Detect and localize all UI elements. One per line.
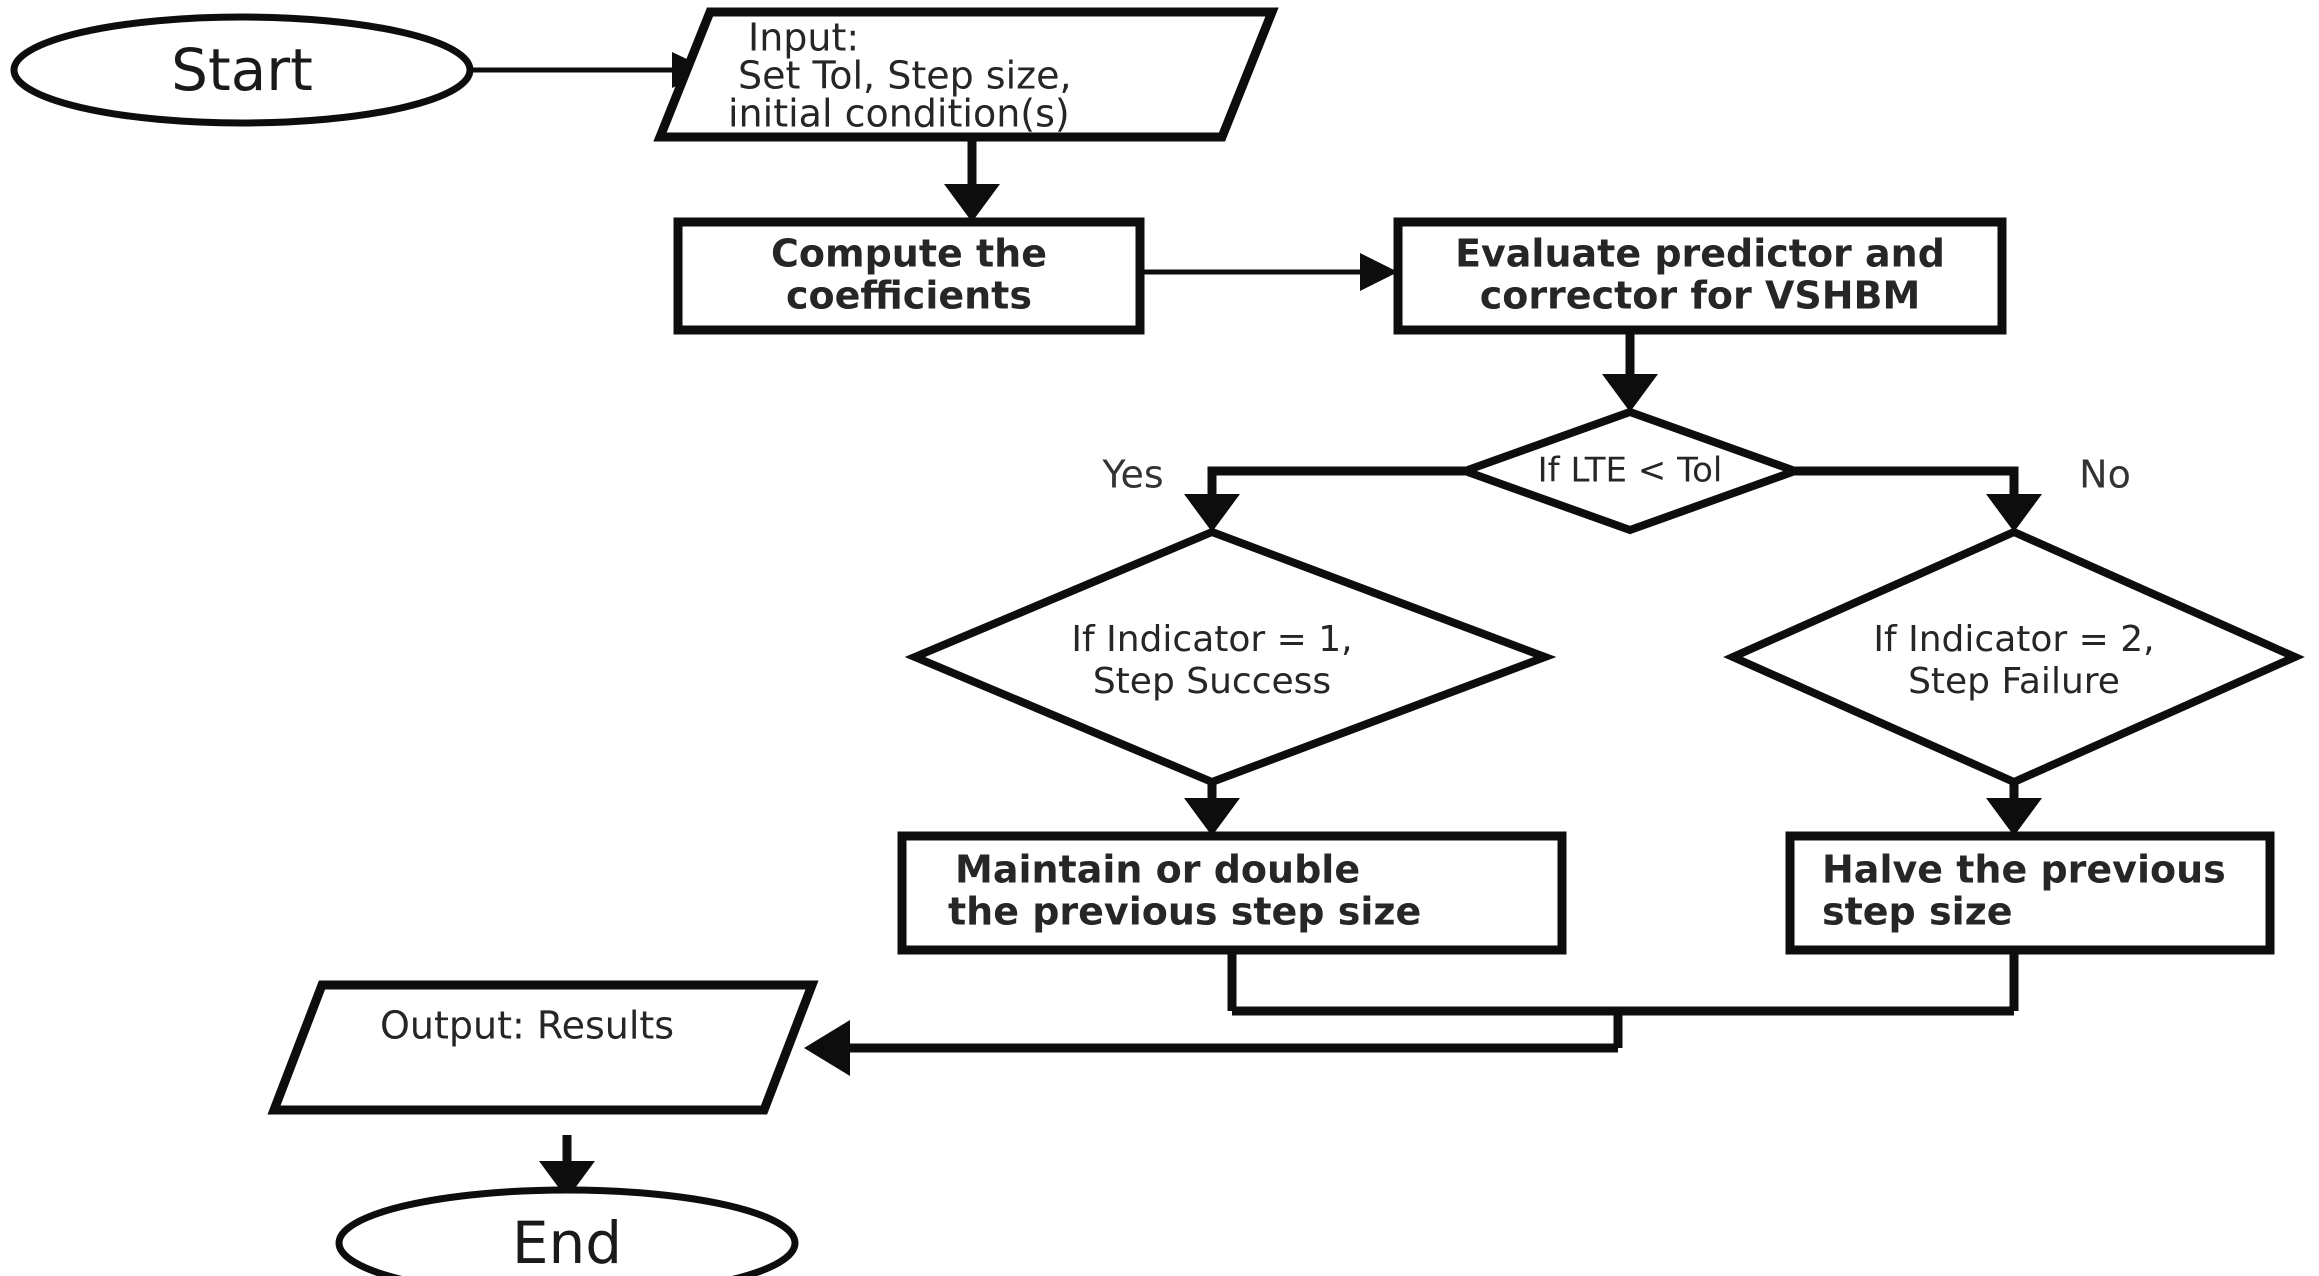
arrowhead-icon bbox=[1360, 253, 1398, 291]
arrowhead-icon bbox=[944, 184, 1000, 222]
node-maintain-double[interactable]: Maintain or double the previous step siz… bbox=[897, 831, 1567, 955]
node-indicator-success[interactable]: If Indicator = 1, Step Success bbox=[904, 527, 1557, 787]
input-parallelogram[interactable] bbox=[653, 7, 1279, 142]
node-start[interactable]: Start bbox=[10, 13, 474, 127]
input-line-1: Input: bbox=[748, 16, 859, 60]
lte-check-label: If LTE < Tol bbox=[1538, 451, 1723, 491]
branch-label-no: No bbox=[2079, 453, 2131, 497]
edge-lte-no-to-indicator-failure bbox=[1795, 466, 2042, 532]
edge-line bbox=[1207, 466, 1465, 498]
node-input[interactable]: Input: Set Tol, Step size, initial condi… bbox=[653, 7, 1279, 142]
indicator-success-line-2: Step Success bbox=[1093, 661, 1331, 702]
input-line-3: initial condition(s) bbox=[728, 92, 1070, 136]
input-line-2: Set Tol, Step size, bbox=[738, 54, 1072, 98]
node-evaluate[interactable]: Evaluate predictor and corrector for VSH… bbox=[1393, 217, 2007, 335]
start-label: Start bbox=[171, 36, 313, 104]
edge-indicator-failure-to-halve bbox=[1986, 782, 2042, 836]
compute-coefficients-line-2: coefficients bbox=[786, 274, 1032, 318]
halve-line-1: Halve the previous bbox=[1822, 848, 2226, 892]
halve-line-2: step size bbox=[1822, 890, 2013, 934]
end-ellipse[interactable] bbox=[335, 1186, 799, 1276]
edge-start-to-input bbox=[470, 52, 710, 88]
branch-label-yes: Yes bbox=[1101, 453, 1163, 497]
evaluate-line-2: corrector for VSHBM bbox=[1480, 274, 1921, 318]
edge-input-to-compute bbox=[944, 137, 1000, 222]
arrowhead-icon bbox=[1184, 798, 1240, 836]
node-halve[interactable]: Halve the previous step size bbox=[1785, 831, 2275, 955]
output-label: Output: Results bbox=[380, 1004, 674, 1048]
edge-compute-to-evaluate bbox=[1140, 253, 1398, 291]
arrowhead-icon bbox=[539, 1161, 595, 1199]
indicator-success-diamond[interactable] bbox=[904, 527, 1557, 787]
edge-line bbox=[1795, 466, 2019, 498]
evaluate-line-1: Evaluate predictor and bbox=[1455, 232, 1945, 276]
arrowhead-icon bbox=[1986, 494, 2042, 532]
compute-coefficients-box[interactable] bbox=[673, 217, 1145, 335]
node-compute-coefficients[interactable]: Compute the coefficients bbox=[673, 217, 1145, 335]
arrowhead-icon bbox=[1602, 374, 1658, 412]
indicator-failure-line-1: If Indicator = 2, bbox=[1873, 619, 2154, 660]
edge-indicator-success-to-maintain bbox=[1184, 782, 1240, 836]
halve-box[interactable] bbox=[1785, 831, 2275, 955]
end-label: End bbox=[512, 1209, 622, 1276]
edge-evaluate-to-lte bbox=[1602, 330, 1658, 412]
node-output[interactable]: Output: Results bbox=[267, 980, 819, 1115]
node-indicator-failure[interactable]: If Indicator = 2, Step Failure bbox=[1723, 527, 2305, 787]
node-end[interactable]: End bbox=[335, 1186, 799, 1276]
edge-merge-to-output bbox=[804, 1006, 2014, 1076]
arrowhead-icon bbox=[804, 1020, 850, 1076]
arrowhead-icon bbox=[1184, 494, 1240, 532]
maintain-double-line-1: Maintain or double bbox=[955, 848, 1360, 892]
indicator-failure-diamond[interactable] bbox=[1723, 527, 2305, 787]
maintain-double-box[interactable] bbox=[897, 831, 1567, 955]
edge-output-to-end bbox=[539, 1135, 595, 1199]
indicator-success-line-1: If Indicator = 1, bbox=[1071, 619, 1352, 660]
start-ellipse[interactable] bbox=[10, 13, 474, 127]
maintain-double-line-2: the previous step size bbox=[948, 890, 1421, 934]
indicator-failure-line-2: Step Failure bbox=[1908, 661, 2120, 702]
compute-coefficients-line-1: Compute the bbox=[771, 232, 1047, 276]
evaluate-box[interactable] bbox=[1393, 217, 2007, 335]
node-lte-check[interactable]: If LTE < Tol bbox=[1453, 407, 1807, 535]
lte-check-diamond[interactable] bbox=[1453, 407, 1807, 535]
edge-lte-yes-to-indicator-success bbox=[1184, 466, 1465, 532]
output-parallelogram[interactable] bbox=[267, 980, 819, 1115]
arrowhead-icon bbox=[1986, 798, 2042, 836]
